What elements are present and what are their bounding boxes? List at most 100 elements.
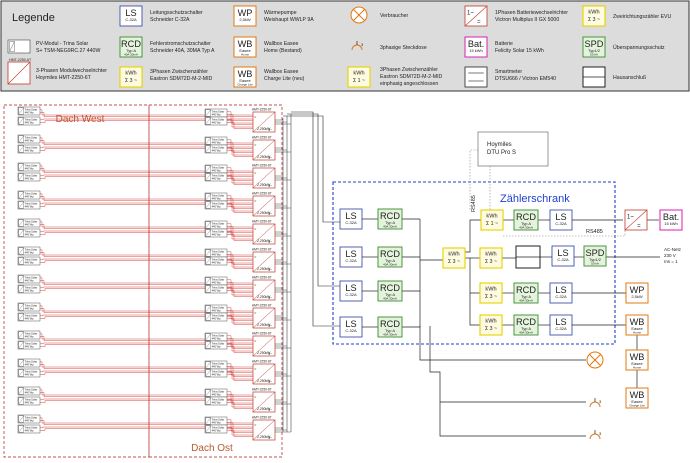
pv-module-brand: Trina Solar xyxy=(25,163,38,167)
microinverter: =3~ xyxy=(252,111,276,133)
pv-module-brand: Trina Solar xyxy=(25,107,38,111)
ls-sub: C-32A xyxy=(555,294,567,299)
pv-module-power: 440 Wp xyxy=(25,419,34,423)
dc-string-wire xyxy=(40,428,253,431)
pv-module-power: 440 Wp xyxy=(212,197,221,201)
dc-string-wire xyxy=(227,310,253,321)
microinverter-dc: = xyxy=(254,422,257,427)
pv-module-cell-line xyxy=(18,145,24,153)
ls-sub: C-32A xyxy=(345,328,357,333)
pv-module-cell-line xyxy=(18,229,24,237)
dc-string-wire xyxy=(227,363,253,376)
ls-label: LS xyxy=(345,211,356,221)
pv-module-cell-line xyxy=(18,397,24,405)
microinverter-diagonal xyxy=(252,251,276,273)
rcd-sub: Typ A xyxy=(521,221,531,226)
legend-item-7-text: Charge Lite (neu) xyxy=(264,76,305,82)
dc-string-wire xyxy=(227,231,253,240)
dc-string-wire xyxy=(40,120,253,123)
dc-string-wire xyxy=(227,147,253,156)
socket-phase-label: 3 xyxy=(599,399,602,404)
pv-feed-line xyxy=(291,111,340,327)
kwh3-frame xyxy=(442,247,466,269)
inverter-model-label: HMT-2250-6T xyxy=(252,304,272,308)
pv-module-cell-line xyxy=(205,201,211,209)
cabinet-wires xyxy=(362,149,660,437)
pv-module-power: 440 Wp xyxy=(25,251,34,255)
ls-frame xyxy=(339,316,363,338)
dtu-box: Hoymiles DTU Pro S xyxy=(477,131,549,167)
battery-device: Bat.15 kWh xyxy=(659,209,683,231)
socket-symbol: 3 xyxy=(589,430,602,440)
inverter-model-label: HMT-2250-6T xyxy=(252,164,272,168)
microinverter: =3~ xyxy=(252,167,276,189)
pv-module-brand: Trina Solar xyxy=(212,165,225,169)
pv-module-brand: Trina Solar xyxy=(212,221,225,225)
inverter-model-label: HMT-2250-6T xyxy=(252,416,272,420)
pv-module-power: 440 Wp xyxy=(212,289,221,293)
microinverter-dc: = xyxy=(254,114,257,119)
microinverter: =3~ xyxy=(252,391,276,413)
inverter-model-label: HMT-2250-6T xyxy=(252,360,272,364)
ls-breaker-row-3: LSC-32A xyxy=(339,280,363,302)
legend-item-10-text: 3Phasen Zwischenzähler xyxy=(380,67,438,73)
bat-sub: 15 kWh xyxy=(469,48,483,53)
dc-string-wire xyxy=(227,282,253,293)
rcd-sub: Typ A xyxy=(385,328,395,333)
pv-module-frame xyxy=(204,396,228,406)
microinverter-dc: = xyxy=(254,394,257,399)
dc-string-wire xyxy=(40,316,253,319)
pv-module-brand: Trina Solar xyxy=(25,219,38,223)
pv-module-cell-line xyxy=(18,135,24,143)
pv-module-frame xyxy=(17,358,41,368)
pv-module-power: 440 Wp xyxy=(212,281,221,285)
dtu-link xyxy=(469,149,478,210)
cabinet-wire xyxy=(465,219,481,253)
dc-string-wire xyxy=(227,114,253,125)
dc-string-wire xyxy=(227,394,253,405)
rcd-sub: Typ A xyxy=(385,220,395,225)
pv-module-power: 440 Wp xyxy=(25,139,34,143)
spd-sub: Typ1/2 xyxy=(589,257,602,262)
microinverter-diagonal xyxy=(252,279,276,301)
pv-module-brand: Trina Solar xyxy=(212,333,225,337)
dc-string-wire xyxy=(227,122,253,129)
pv-module-brand: Trina Solar xyxy=(25,275,38,279)
ls-label: LS xyxy=(555,212,566,222)
pv-module-brand: Trina Solar xyxy=(25,415,38,419)
pv-module-cell-line xyxy=(205,165,211,173)
wb_home-sub: Easee xyxy=(631,361,643,366)
house-connection xyxy=(515,245,541,269)
dc-string-wire xyxy=(227,346,253,353)
wp-label: WP xyxy=(238,8,253,18)
dc-string-wire xyxy=(227,223,253,236)
ls-label: LS xyxy=(345,283,356,293)
wb_home-sub2: Home xyxy=(633,331,641,335)
pv-module-power: 440 Wp xyxy=(25,363,34,367)
wp-frame xyxy=(625,282,649,304)
microinverter: =3~ xyxy=(252,307,276,329)
cabinet-wire xyxy=(469,293,480,326)
pv-module-brand: Trina Solar xyxy=(25,201,38,205)
dc-string-wire xyxy=(227,419,253,432)
pv-module-power: 440 Wp xyxy=(212,421,221,425)
dc-string-wire xyxy=(40,202,253,205)
pv-module-brand: Trina Solar xyxy=(25,425,38,429)
house-connection xyxy=(582,66,606,88)
pv-module-brand: Trina Solar xyxy=(25,135,38,139)
pv-module-power: 440 Wp xyxy=(25,429,34,433)
pv-module-frame xyxy=(17,312,41,322)
